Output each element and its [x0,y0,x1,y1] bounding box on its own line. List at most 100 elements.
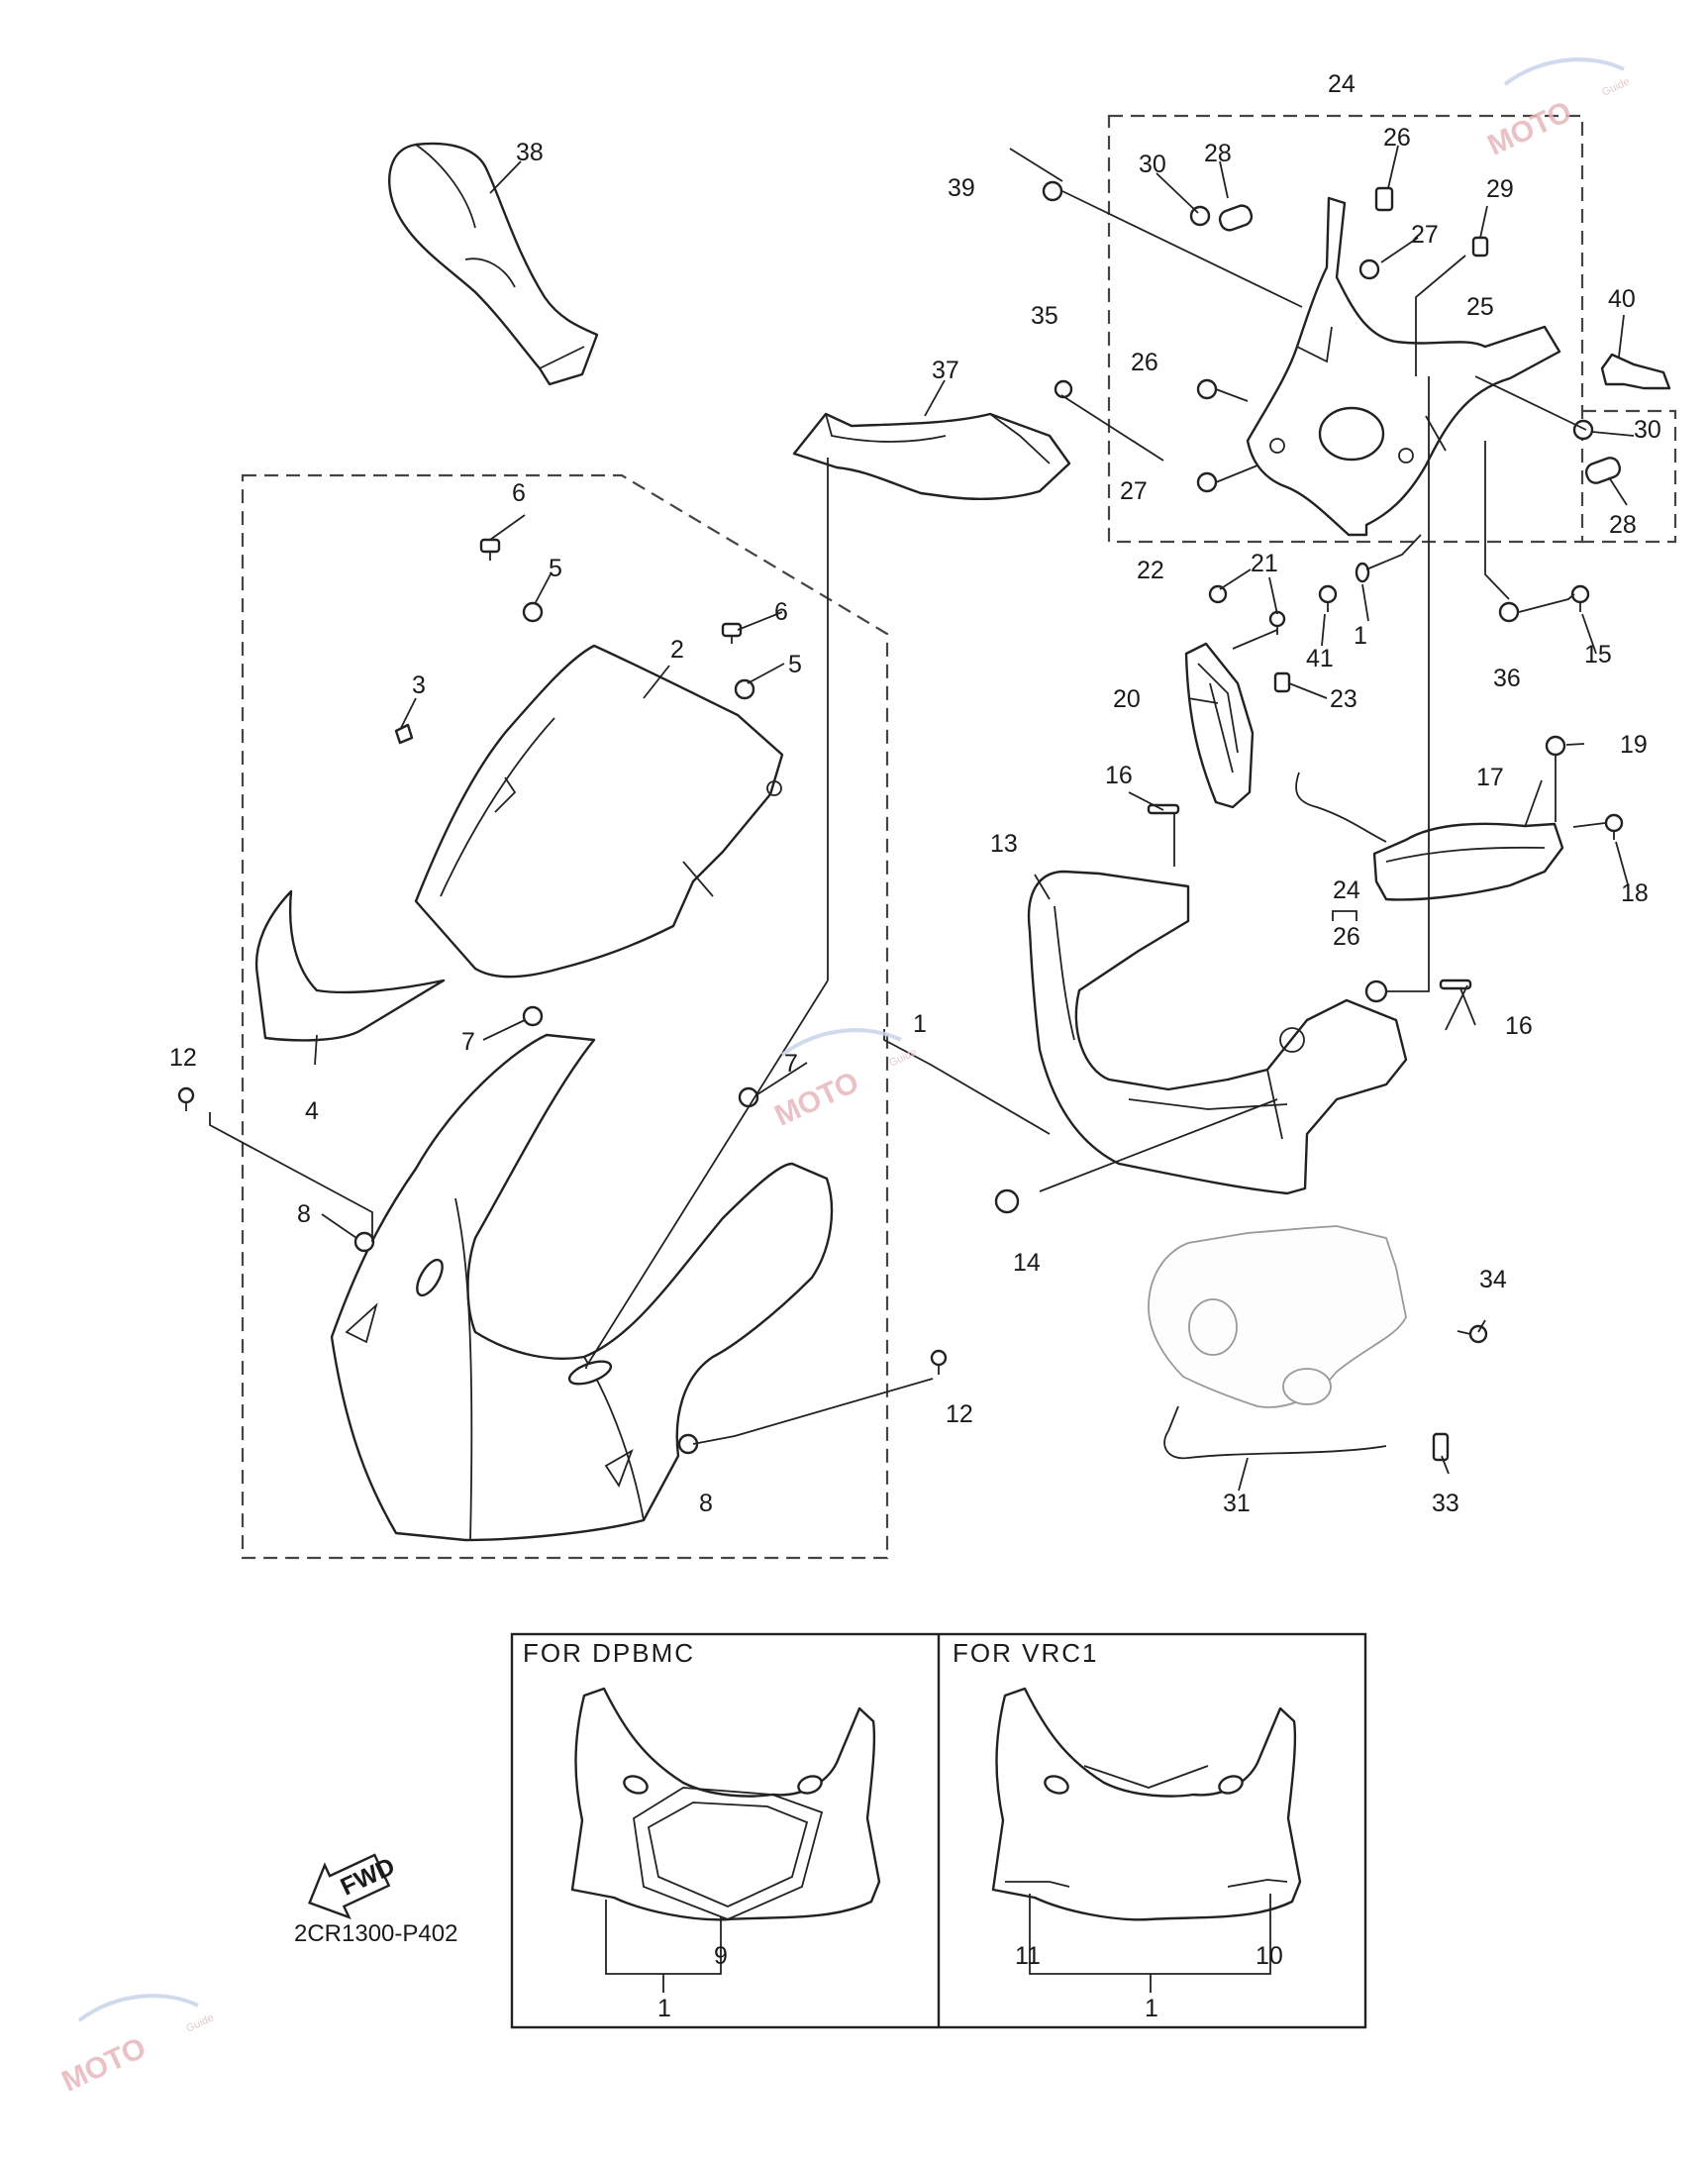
callout: 20 [1113,685,1141,713]
callout: 30 [1139,151,1166,178]
callout: 27 [1411,221,1439,249]
callout: 16 [1505,1012,1533,1040]
leader-lines [209,145,1635,1492]
callout: 22 [1137,557,1164,584]
callout: 1 [1145,1995,1158,2022]
nut-8a-icon [353,1231,375,1253]
part-37-mirror [388,142,599,386]
watermark-top-right: MOTO [1483,95,1577,162]
grommet-7a-icon [522,1005,544,1027]
vrc1-cowl [991,1687,1302,1921]
callout: 23 [1330,685,1357,713]
screw-6a-icon [479,538,501,561]
callout: 26 [1131,349,1158,376]
callout: 27 [1120,477,1148,505]
callout: 1 [657,1995,671,2022]
part-13-inner-panel [1027,870,1408,1195]
bracket-subgroup-boundary [1582,409,1677,544]
nut-27a-icon [1358,258,1380,280]
nut-27b-icon [1196,378,1218,400]
callout: 39 [948,174,975,202]
callout: 10 [1256,1942,1283,1970]
screw-12a-icon [177,1086,195,1111]
nut-3-icon [394,723,414,745]
callout: 4 [305,1097,319,1125]
part-35-cover [792,412,1071,500]
callout: 16 [1105,762,1133,789]
dpbmc-title: FOR DPBMC [523,1638,695,1668]
callout: 30 [1634,416,1661,444]
callout: 8 [297,1200,311,1228]
callout: 24 [1328,70,1356,98]
callout: 19 [1620,731,1648,759]
callout: 12 [946,1400,973,1428]
vrc1-title: FOR VRC1 [953,1638,1098,1668]
callout: 3 [412,671,426,699]
callout: 15 [1584,641,1612,669]
callout: 12 [169,1044,197,1072]
callout: 7 [461,1028,475,1056]
watermark-sub-top-right: Guide [1600,75,1632,98]
callout: 25 [1466,293,1494,321]
grommet-5b-icon [734,678,755,700]
nut-27c-icon [1196,471,1218,493]
collar-29-icon [1471,236,1489,258]
nut-22-icon [1208,584,1228,604]
grommet-5a-icon [522,601,544,623]
callout: 18 [1621,879,1649,907]
screw-40-icon [1318,584,1338,612]
pin-16b-icon [1439,979,1472,990]
callout: 38 [516,139,544,166]
watermark-bottom-left: MOTO [57,2031,151,2099]
screw-15-icon [1570,584,1590,612]
callout: 21 [1251,550,1278,577]
clip-26-icon [1374,186,1394,212]
clip-28a-icon [1218,204,1254,232]
screw-6b-icon [721,622,743,644]
callout: 33 [1432,1490,1459,1517]
callout: 2 [670,636,684,664]
fasteners [177,180,1624,1462]
callout-numbers: 38 6 5 2 6 3 5 4 7 7 12 8 12 8 1 13 14 3… [169,70,1661,2022]
callout: 14 [1013,1249,1041,1277]
fwd-arrow-icon: FWD [308,1852,399,1919]
cowling-group-boundary [241,473,889,1560]
callout: 9 [714,1942,728,1970]
callout: 26 [1383,124,1411,152]
callout: 6 [774,598,788,626]
part-17-cover [1295,772,1564,901]
callout: 8 [699,1490,713,1517]
callout: 17 [1476,764,1504,791]
nut-38-icon [1042,180,1063,202]
callout: 5 [549,555,562,582]
part-4-stripe [254,889,446,1042]
callout: 24 [1333,876,1360,904]
callout: 1 [1354,622,1367,650]
nut-36-icon [1498,601,1520,623]
callout: 40 [1608,285,1636,313]
washer-41-icon [1355,562,1370,583]
part-2-windscreen [414,644,784,979]
part-20-duct [1184,642,1255,809]
callout: 34 [1479,1266,1507,1293]
clip-28b-icon [1584,457,1622,484]
diagram-code: 2CR1300-P402 [294,1920,457,1947]
callout: 41 [1306,645,1334,672]
callout: 37 [932,357,959,384]
variant-inset-box: FOR DPBMC FOR VRC1 [510,1632,1367,2029]
part-31-hose-assembly [1148,1225,1407,1460]
callout: 35 [1031,302,1058,330]
screw-12b-icon [930,1349,948,1375]
watermark-sub-bottom-left: Guide [184,2011,216,2034]
callout: 31 [1223,1490,1251,1517]
callout: 6 [512,479,526,507]
part-39-clamp [1600,353,1671,390]
nut-33-icon [1054,379,1073,399]
screw-34-icon [1457,1324,1488,1344]
callout: 11 [1015,1942,1041,1970]
nut-14-icon [994,1188,1020,1214]
bracket-group-boundary [1107,114,1584,544]
callout: 26 [1333,923,1360,951]
part-1-cowling [330,1033,834,1542]
part-25-bracket [1246,196,1561,537]
